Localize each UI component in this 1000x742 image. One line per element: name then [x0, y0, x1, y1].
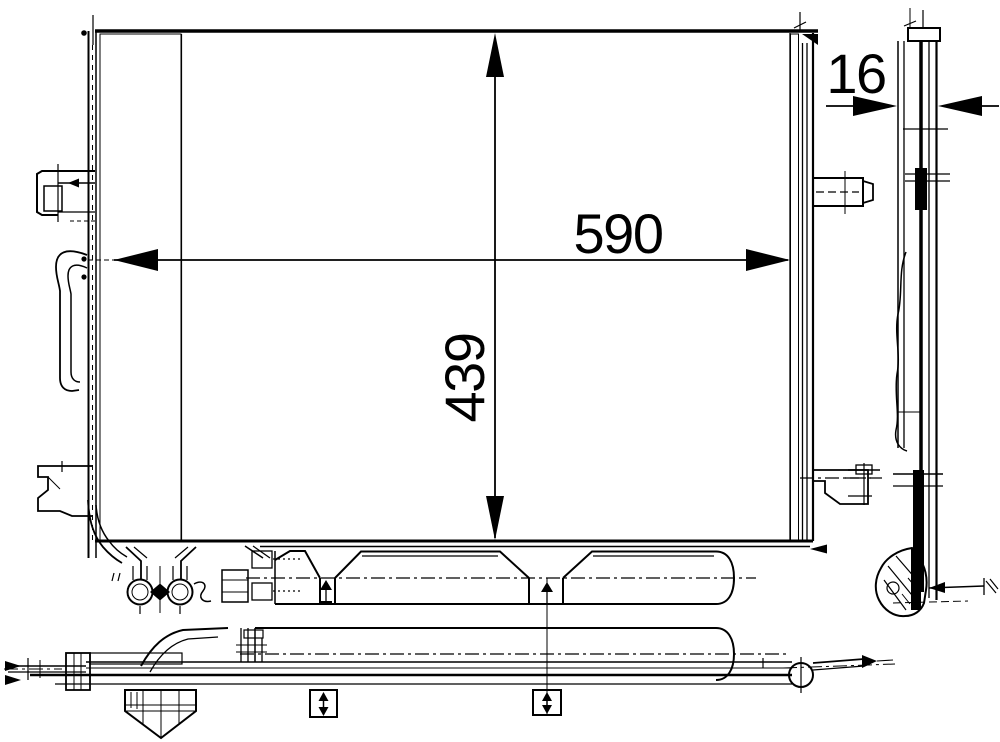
- dimension-16: 16: [826, 42, 999, 116]
- dimension-439: 439: [433, 33, 504, 540]
- receiver-drier: [246, 550, 756, 716]
- dim-16-label: 16: [826, 42, 885, 105]
- bottom-view: [4, 627, 896, 740]
- cooling-fins: [99, 33, 183, 541]
- dim-590-label: 590: [574, 202, 663, 265]
- left-fittings: [4, 652, 183, 691]
- side-pin-bracket: [845, 463, 882, 505]
- pipe-connector: [236, 628, 267, 662]
- manifold: [111, 545, 271, 614]
- mounting-pin-right: [812, 171, 874, 214]
- hatched-bracket: [124, 689, 197, 740]
- dim-439-label: 439: [433, 334, 496, 423]
- bracket-bottom-left: [37, 461, 128, 564]
- dimension-590: 590: [88, 202, 790, 271]
- side-view: [845, 8, 999, 618]
- drier-tick-marker-1: [320, 580, 332, 603]
- bracket-right: [800, 469, 874, 505]
- side-bottom-bracket: [874, 546, 999, 618]
- right-tank: [789, 12, 827, 554]
- mounting-foot-1: [309, 689, 338, 718]
- mounting-foot-2: [532, 689, 562, 716]
- inlet-pipe-left: [55, 250, 88, 392]
- mounting-pin-left: [36, 164, 95, 222]
- right-port-fitting: [762, 655, 896, 693]
- front-view: [36, 12, 874, 614]
- left-side-plate: [81, 15, 97, 558]
